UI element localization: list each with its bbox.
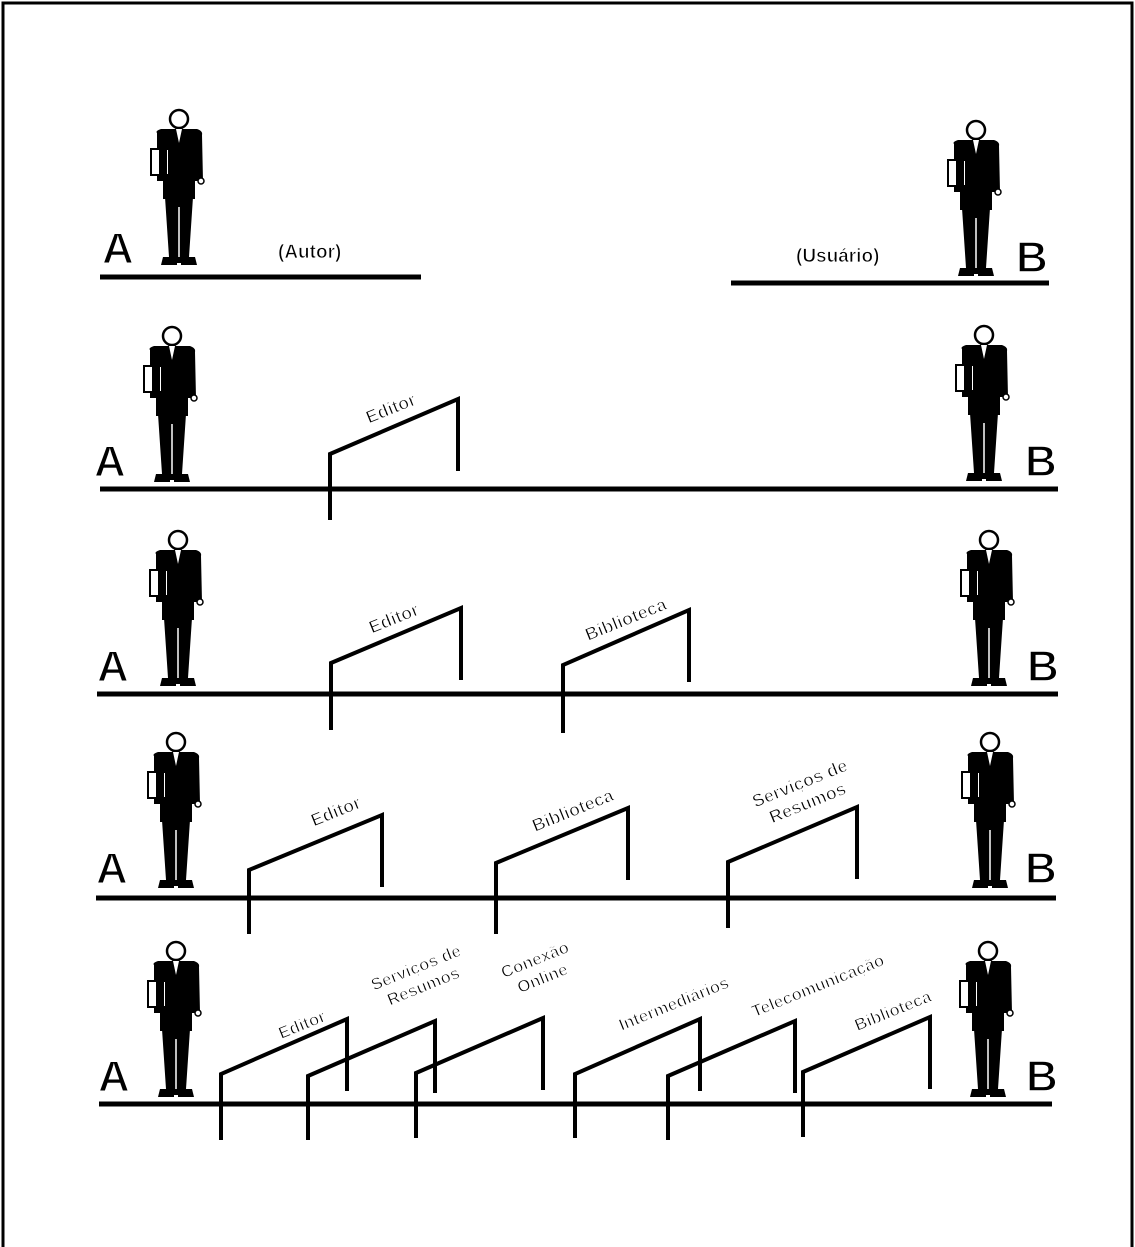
barrier-label: Serviços deResumos [368,941,471,1013]
endpoint-label-b: B [1026,1052,1058,1101]
barrier-shape [496,808,628,934]
author-person-icon [148,942,201,1097]
user-person-icon [961,531,1014,686]
barrier-label: Intermediários [616,973,732,1035]
author-person-icon [151,110,204,265]
barrier-shape [575,1019,700,1138]
user-person-icon [948,121,1001,276]
barrier-stage: Biblioteca [496,785,628,934]
endpoint-label-b: B [1025,437,1057,486]
user-role-label: (Usuário) [796,246,879,267]
endpoint-label-a: A [102,224,134,273]
user-person-icon [956,326,1009,481]
flow-row-2: A B Editor [94,326,1058,520]
flow-row-4: A B Editor Biblioteca Serviços deResumos [96,733,1057,934]
endpoint-label-a: A [94,437,126,486]
flow-row-1: A B (Autor) (Usuário) [100,110,1049,283]
barrier-label: Biblioteca [852,987,935,1035]
barrier-shape [803,1017,930,1137]
barrier-shape [249,815,382,934]
barrier-stage: Editor [221,1007,347,1140]
barrier-label: Editor [363,389,419,427]
barrier-shape [668,1021,795,1140]
barrier-label: Biblioteca [529,785,617,836]
barrier-shape [728,807,857,928]
author-person-icon [148,733,201,888]
user-person-icon [962,733,1015,888]
barrier-stage: Editor [249,792,382,934]
endpoint-label-b: B [1027,642,1059,691]
barrier-stage: Biblioteca [803,987,935,1137]
barrier-label: Serviços deResumos [749,755,858,831]
barrier-stage: Editor [330,389,458,520]
barrier-label: ConexãoOnline [498,938,579,1001]
barrier-stage: Editor [331,599,461,730]
endpoint-label-b: B [1025,844,1057,893]
endpoint-label-b: B [1016,233,1048,282]
endpoint-label-a: A [98,1052,130,1101]
barrier-label: Editor [366,599,422,637]
flow-row-3: A B Editor Biblioteca [97,531,1059,733]
user-person-icon [960,942,1013,1097]
author-role-label: (Autor) [278,242,341,263]
barrier-stage: Biblioteca [563,594,689,733]
endpoint-label-a: A [96,844,128,893]
author-person-icon [144,327,197,482]
endpoint-label-a: A [97,642,129,691]
author-person-icon [150,531,203,686]
barrier-stage: Serviços deResumos [308,941,471,1140]
barrier-stage: Serviços deResumos [728,755,858,928]
barrier-stage: Intermediários [575,973,732,1138]
